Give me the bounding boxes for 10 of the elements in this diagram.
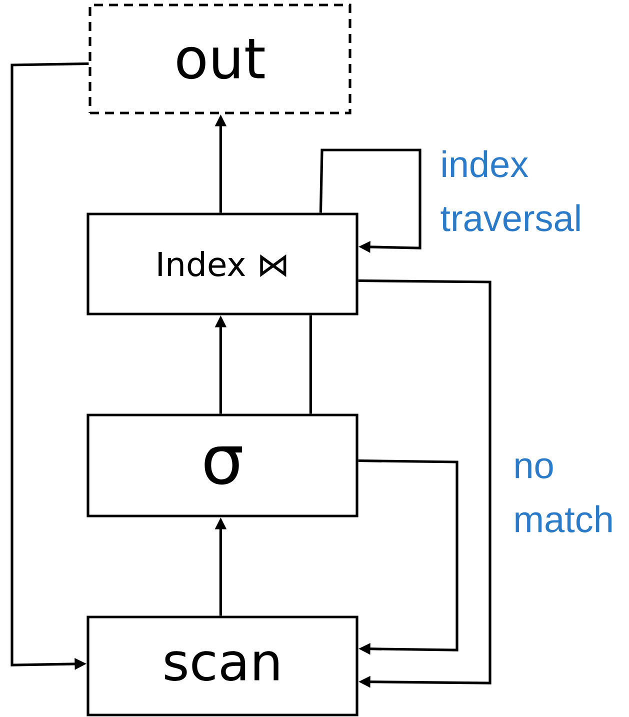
- arrow: [358, 279, 492, 688]
- process-box: out: [88, 4, 352, 114]
- edge-label: no match: [516, 458, 612, 532]
- process-box: Index ⋈: [86, 212, 358, 316]
- arrow: [358, 459, 458, 655]
- connector-line: [309, 315, 312, 414]
- process-box: scan: [86, 616, 358, 716]
- arrow: [319, 148, 422, 253]
- edge-label: index traversal: [440, 150, 580, 232]
- process-box: σ: [86, 414, 358, 518]
